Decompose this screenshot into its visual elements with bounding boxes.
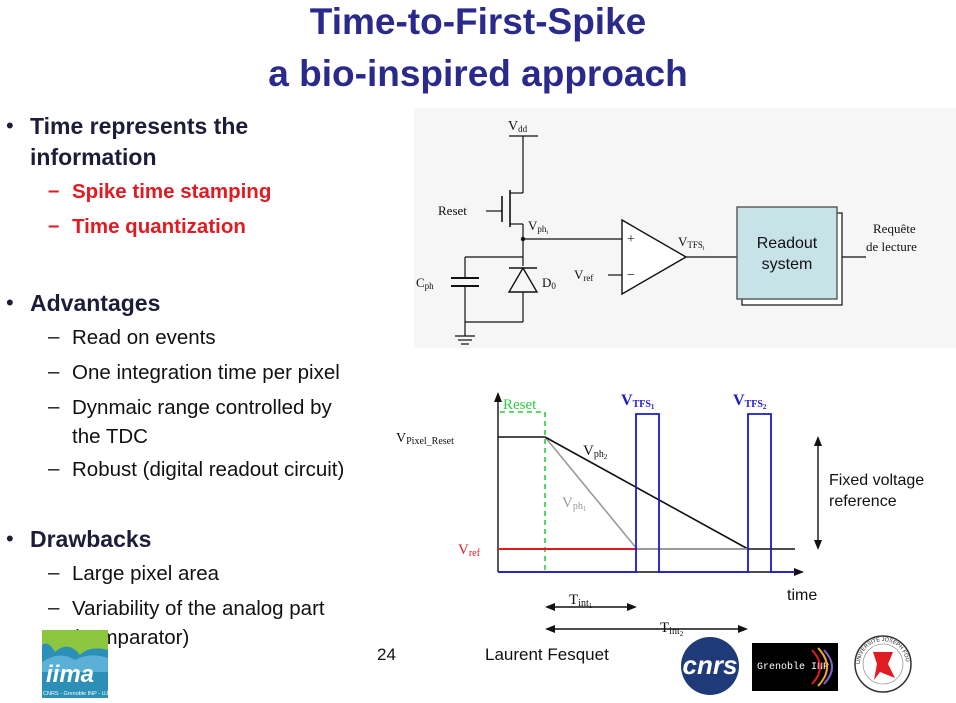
request-label-2: de lecture <box>866 239 917 254</box>
svg-text:cnrs: cnrs <box>683 650 738 680</box>
vph2-label: Vph2 <box>583 443 608 461</box>
tint1-label: Tint1 <box>569 592 593 610</box>
page-number: 24 <box>377 645 396 664</box>
dash: – <box>48 395 60 418</box>
timing-vref-label: Vref <box>458 542 481 559</box>
svg-text:−: − <box>627 268 635 283</box>
vref-label: Vref <box>574 267 593 283</box>
sub-read-on-events: Read on events <box>72 326 216 349</box>
sub-one-integration: One integration time per pixel <box>72 361 340 384</box>
dash: – <box>48 325 60 348</box>
time-axis-label: time <box>787 587 817 604</box>
bullet-heading-drawbacks: Drawbacks <box>30 526 152 552</box>
sub-dynamic-range: Dynmaic range controlled by <box>72 396 332 419</box>
fixed-voltage-label-1: Fixed voltage <box>829 472 924 489</box>
iima-logo: iima CNRS - Grenoble INP - UJF <box>42 630 112 698</box>
cnrs-logo: cnrs <box>681 637 739 695</box>
bullet-dot: • <box>6 526 14 551</box>
svg-text:+: + <box>627 232 635 247</box>
vdd-label: Vdd <box>508 119 528 134</box>
tfs-pulses <box>498 413 795 573</box>
bullet-heading-time-2: information <box>30 144 157 170</box>
comparator <box>621 218 688 296</box>
readout-system-box <box>736 206 838 300</box>
sub-large-pixel: Large pixel area <box>72 562 220 585</box>
vtfs2-label: VTFS2 <box>733 392 767 411</box>
request-label-1: Requête <box>873 221 916 236</box>
vtfs-label: VTFSi <box>678 234 705 252</box>
vph1-ramp <box>544 436 638 550</box>
grenoble-inp-logo: Grenoble INP <box>752 643 838 691</box>
timing-reset-label: Reset <box>503 397 537 413</box>
sub-variability: Variability of the analog part <box>72 597 325 620</box>
vph2-ramp <box>544 436 749 550</box>
sub-spike-time-stamping: Spike time stamping <box>72 180 272 203</box>
circuit-diagram: Vdd Reset Vphi Cph D0 <box>416 119 917 345</box>
dash: – <box>48 457 60 480</box>
sub-dynamic-range-2: the TDC <box>72 425 148 448</box>
sub-time-quantization: Time quantization <box>72 215 246 238</box>
bullet-dot: • <box>6 113 14 138</box>
author-name: Laurent Fesquet <box>485 645 609 664</box>
vtfs1-label: VTFS1 <box>621 392 655 411</box>
timing-diagram: Reset VPixel_Reset Vph2 Vph1 Vref VTFS1 … <box>396 392 924 638</box>
bullet-heading-advantages: Advantages <box>30 290 161 316</box>
slide-title-line2: a bio-inspired approach <box>268 53 688 94</box>
reset-label: Reset <box>438 203 467 218</box>
vpixel-reset-label: VPixel_Reset <box>396 431 454 447</box>
dash: – <box>48 179 60 202</box>
dash: – <box>48 360 60 383</box>
slide-title-line1: Time-to-First-Spike <box>309 1 647 42</box>
vph1-label: Vph1 <box>562 495 587 513</box>
sub-robust: Robust (digital readout circuit) <box>72 458 345 481</box>
readout-label-1: Readout <box>757 235 818 252</box>
cph-label: Cph <box>416 275 434 291</box>
readout-label-2: system <box>762 256 813 273</box>
d0-label: D0 <box>542 275 556 291</box>
bullet-heading-time: Time represents the <box>30 113 249 139</box>
dash: – <box>48 561 60 584</box>
svg-text:Grenoble INP: Grenoble INP <box>757 661 829 673</box>
dash: – <box>48 596 60 619</box>
tint2-label: Tint2 <box>660 620 684 638</box>
dash: – <box>48 214 60 237</box>
vph-label: Vphi <box>528 218 548 236</box>
bullet-dot: • <box>6 290 14 315</box>
circuit-background <box>414 108 956 348</box>
svg-text:iima: iima <box>46 661 94 688</box>
fixed-voltage-label-2: reference <box>829 493 897 510</box>
svg-text:CNRS - Grenoble INP - UJF: CNRS - Grenoble INP - UJF <box>43 691 112 697</box>
